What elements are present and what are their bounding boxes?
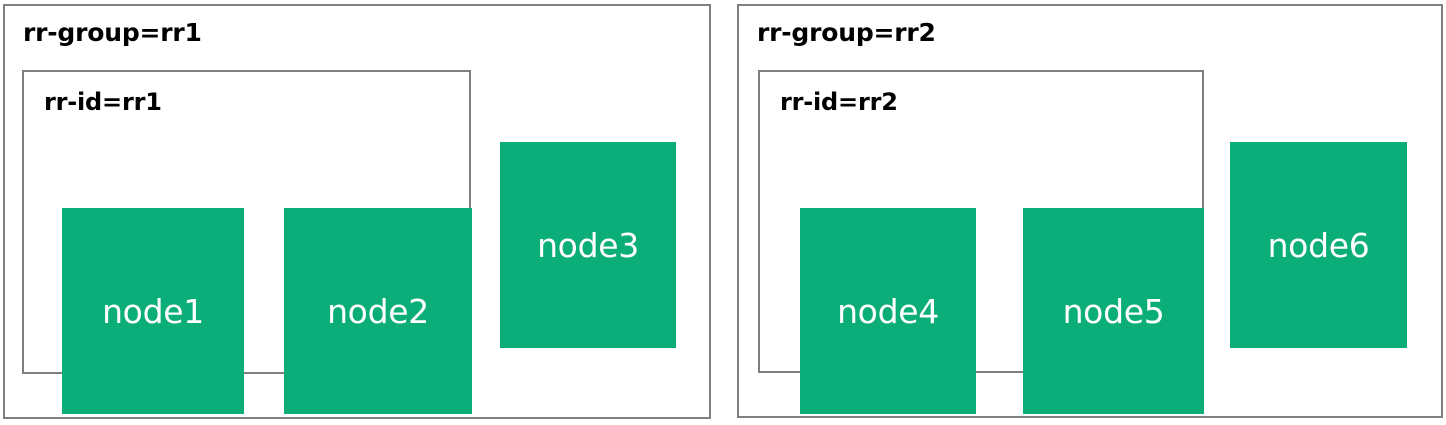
node-box-node5[interactable]: node5 bbox=[1023, 208, 1204, 414]
node-box-node2[interactable]: node2 bbox=[284, 208, 472, 414]
rr-container-rr2: rr-id=rr2 node4 node5 bbox=[758, 70, 1204, 414]
node-box-node3[interactable]: node3 bbox=[500, 142, 676, 348]
group-container-rr1: rr-group=rr1 rr-id=rr1 node1 node2 node3 bbox=[3, 4, 711, 419]
rr-label-rr1: rr-id=rr1 bbox=[44, 88, 162, 116]
group-label-rr1: rr-group=rr1 bbox=[23, 18, 202, 47]
node-box-node1[interactable]: node1 bbox=[62, 208, 244, 414]
rr-label-rr2: rr-id=rr2 bbox=[780, 88, 898, 116]
node-label-node4: node4 bbox=[837, 291, 939, 331]
node-label-node1: node1 bbox=[102, 291, 204, 331]
node-label-node3: node3 bbox=[537, 225, 639, 265]
node-label-node5: node5 bbox=[1062, 291, 1165, 331]
node-box-node6[interactable]: node6 bbox=[1230, 142, 1407, 348]
node-box-node4[interactable]: node4 bbox=[800, 208, 976, 414]
group-container-rr2: rr-group=rr2 rr-id=rr2 node4 node5 node6 bbox=[737, 4, 1443, 418]
node-label-node6: node6 bbox=[1267, 225, 1370, 265]
rr-container-rr1: rr-id=rr1 node1 node2 bbox=[22, 70, 472, 414]
node-label-node2: node2 bbox=[327, 291, 429, 331]
group-label-rr2: rr-group=rr2 bbox=[757, 18, 936, 47]
